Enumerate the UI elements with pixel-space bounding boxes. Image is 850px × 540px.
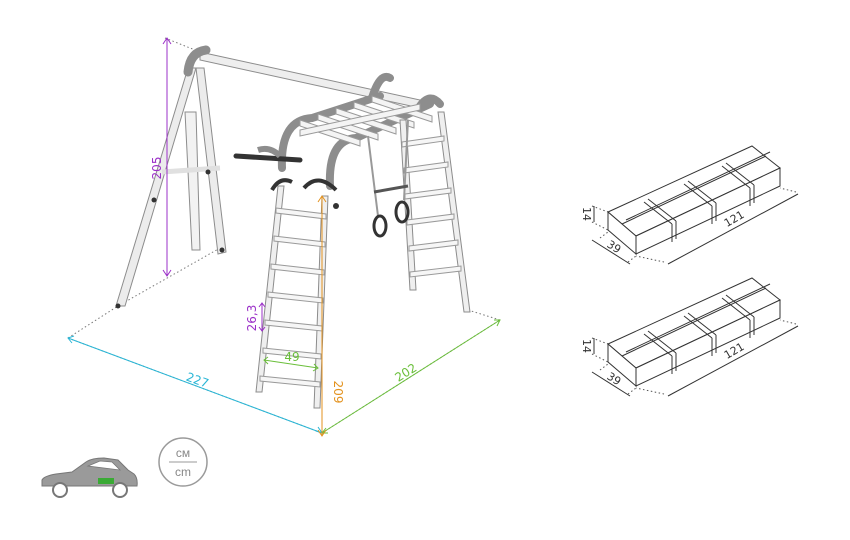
dim-rung-spacing: 26,3 bbox=[245, 302, 266, 332]
dim-height-total: 205 bbox=[150, 37, 172, 277]
dim-ladder-width: 49 bbox=[263, 350, 319, 372]
dim-ladder-height: 209 bbox=[317, 195, 345, 437]
car-icon bbox=[41, 457, 138, 498]
swing-frame bbox=[115, 45, 421, 309]
dim-depth-side: 202 bbox=[320, 319, 501, 434]
label-depth-side: 202 bbox=[392, 361, 419, 385]
unit-top-label: см bbox=[176, 446, 190, 460]
package-box-1: 14 39 121 bbox=[580, 145, 799, 265]
package-box-2: 14 39 121 bbox=[580, 277, 799, 397]
label-ladder-width: 49 bbox=[284, 350, 299, 364]
pkg2-width-label: 39 bbox=[604, 370, 623, 388]
monkey-bars bbox=[233, 73, 444, 190]
unit-badge: см cm bbox=[158, 437, 208, 487]
gymnastic-rings bbox=[367, 119, 410, 238]
pkg1-height-label: 14 bbox=[580, 207, 593, 221]
back-ladder bbox=[399, 111, 471, 313]
pkg2-height-label: 14 bbox=[580, 339, 593, 353]
front-ladder bbox=[255, 178, 338, 409]
unit-bottom-label: cm bbox=[175, 465, 191, 479]
label-width-front: 227 bbox=[184, 370, 210, 391]
label-height-total: 205 bbox=[150, 157, 164, 180]
label-ladder-height: 209 bbox=[331, 381, 345, 404]
pkg1-width-label: 39 bbox=[604, 238, 623, 256]
label-rung-spacing: 26,3 bbox=[245, 305, 259, 332]
